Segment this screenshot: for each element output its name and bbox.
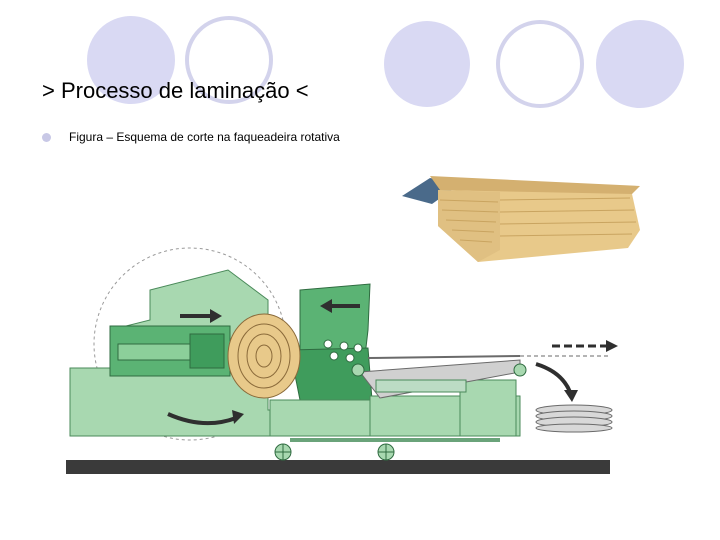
bullet-text: Figura – Esquema de corte na faqueadeira… bbox=[69, 130, 340, 144]
decorative-circle-ring bbox=[185, 16, 273, 104]
wood-block-illustration bbox=[402, 176, 640, 262]
slide-title: > Processo de laminação < bbox=[42, 78, 309, 103]
veneer-stack bbox=[535, 404, 613, 433]
decorative-circle-filled bbox=[87, 16, 175, 104]
slicer-machine-body bbox=[69, 269, 521, 442]
decorative-circle-ring bbox=[496, 20, 584, 108]
log-cross-section bbox=[227, 313, 301, 399]
decorative-circle-filled bbox=[596, 20, 684, 108]
rollers bbox=[323, 339, 363, 363]
motion-arrows bbox=[167, 299, 618, 426]
circle-bullet-icon bbox=[42, 132, 51, 142]
veneer-output-line bbox=[367, 355, 521, 359]
machine-base bbox=[66, 460, 610, 474]
bullet-item: Figura – Esquema de corte na faqueadeira… bbox=[42, 130, 340, 144]
wheels bbox=[274, 363, 527, 461]
decorative-circle-filled bbox=[384, 21, 470, 107]
